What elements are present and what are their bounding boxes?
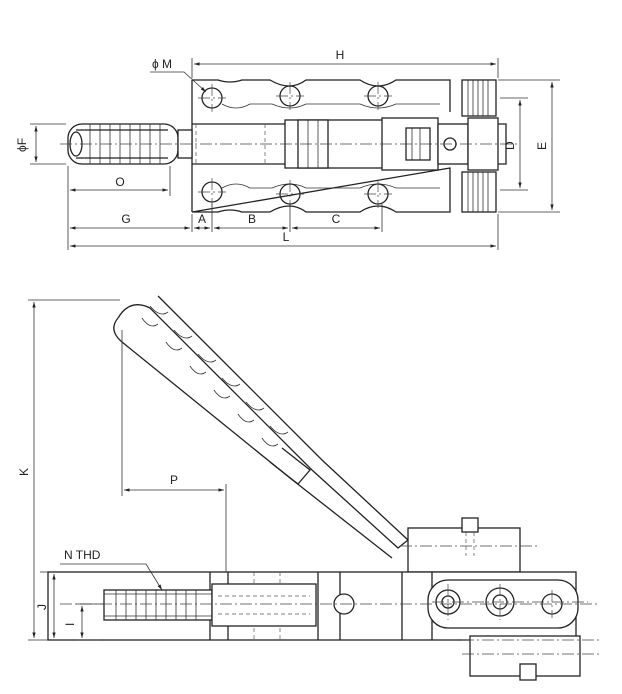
label-c: C — [332, 212, 341, 226]
dimension-d: D — [500, 97, 528, 191]
dimension-l: L — [70, 230, 496, 248]
label-k: K — [17, 468, 31, 476]
label-n-thd: N THD — [64, 548, 101, 562]
label-p: P — [170, 473, 178, 487]
dimension-i: I — [63, 603, 104, 641]
top-view: H ϕ M ϕF D E O — [15, 48, 560, 250]
upper-pivot-block — [400, 517, 540, 573]
label-o: O — [115, 175, 124, 189]
label-j: J — [35, 604, 49, 610]
label-l: L — [283, 230, 290, 244]
label-m: ϕ M — [152, 57, 172, 71]
label-g: G — [121, 212, 130, 226]
dimensions-g-a-b-c: G A B C — [67, 196, 499, 250]
mounting-holes — [198, 82, 392, 208]
dimension-k: K — [17, 299, 120, 641]
dimension-e: E — [498, 79, 560, 213]
dimension-f: ϕF — [15, 123, 66, 165]
dimension-j: J — [35, 571, 56, 638]
label-h: H — [336, 48, 345, 62]
handle — [113, 295, 409, 559]
dimension-h: H — [191, 48, 499, 78]
lower-pivot-block — [462, 635, 600, 681]
label-d: D — [503, 141, 517, 150]
label-i: I — [63, 623, 77, 626]
base-plate-inner-top — [221, 103, 440, 109]
label-b: B — [248, 212, 256, 226]
label-f: ϕF — [15, 138, 29, 152]
dimension-p: P — [121, 330, 227, 572]
dimension-o: O — [67, 166, 171, 196]
leader-n-thd: N THD — [60, 548, 163, 591]
handle-pads — [461, 79, 497, 213]
base-plate-inner-bottom — [221, 183, 440, 189]
threaded-stud — [103, 583, 355, 627]
label-a: A — [198, 212, 206, 226]
leader-m: ϕ M — [150, 57, 207, 93]
label-e: E — [535, 142, 549, 150]
side-view: K P N THD J I — [17, 295, 600, 681]
